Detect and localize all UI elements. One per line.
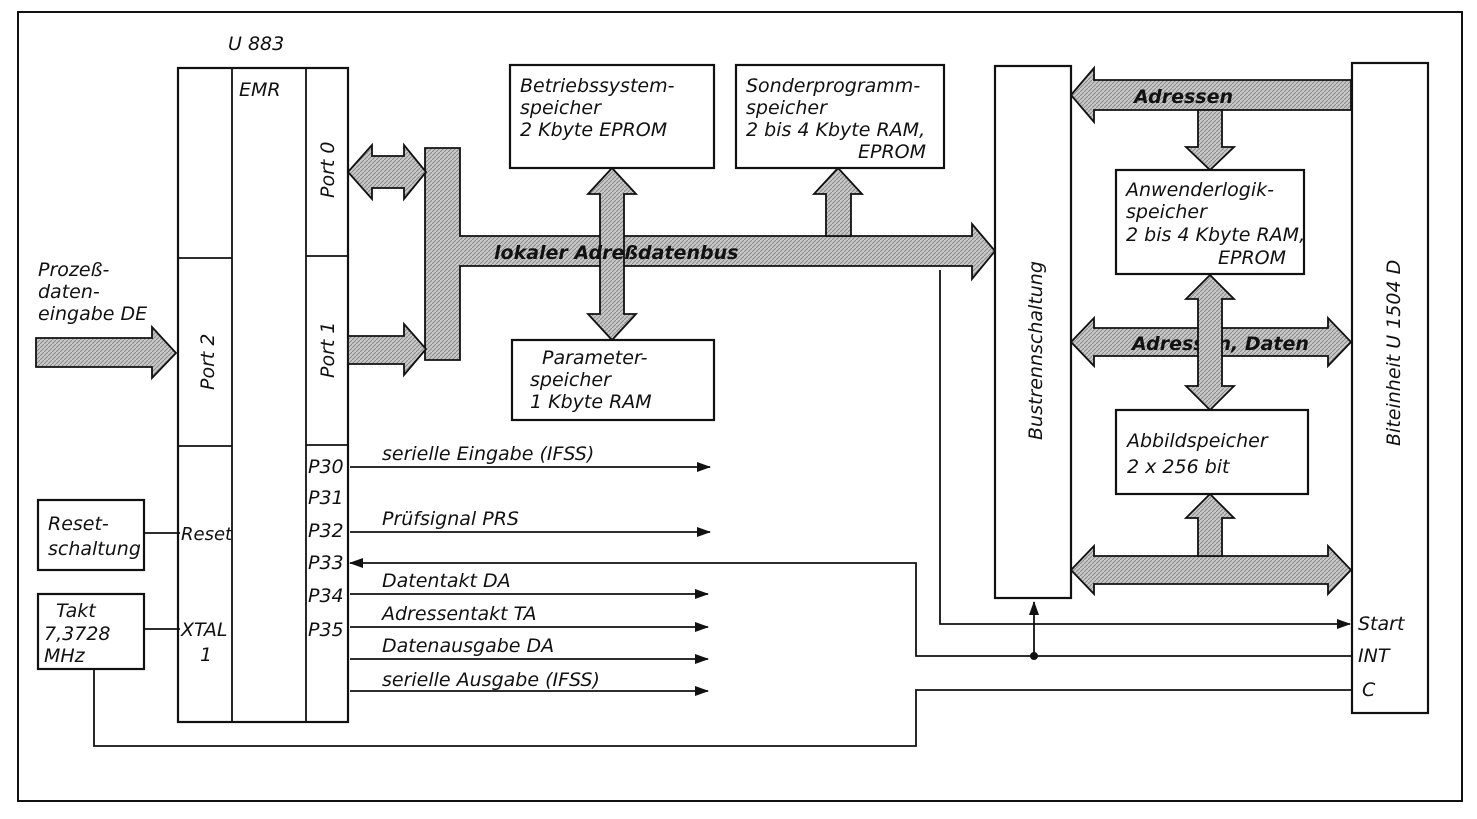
reset-label-1: Reset- (48, 513, 109, 535)
start-line (939, 270, 1351, 629)
svg-text:speicher: speicher (1126, 201, 1208, 223)
svg-text:speicher: speicher (520, 97, 602, 119)
svg-text:speicher: speicher (530, 369, 612, 391)
parameter-memory: Parameter- speicher 1 Kbyte RAM (510, 338, 716, 422)
input-arrow (35, 324, 178, 381)
svg-text:Betriebssystem-: Betriebssystem- (520, 75, 675, 97)
clock-label-3: MHz (44, 645, 86, 667)
svg-text:EPROM: EPROM (1218, 247, 1286, 269)
clock-label-1: Takt (56, 600, 97, 622)
address-bus-label: Adressen (1132, 86, 1233, 108)
svg-text:1 Kbyte RAM: 1 Kbyte RAM (530, 391, 652, 413)
pin-p35: P35 (308, 619, 344, 641)
input-label-1: Prozeß- (38, 259, 110, 281)
bit-unit-label: Biteinheit U 1504 D (1383, 260, 1405, 446)
pin-p33: P33 (308, 552, 344, 574)
data-output-label: Datenausgabe DA (382, 635, 554, 657)
user-logic-memory: Anwenderlogik- speicher 2 bis 4 Kbyte RA… (1114, 168, 1305, 276)
port2-label: Port 2 (197, 334, 219, 390)
reset-label-2: schaltung (48, 538, 141, 560)
local-bus: lokaler Adreßdatenbus (346, 142, 997, 378)
port0-label: Port 0 (317, 142, 339, 198)
emr-label: EMR (239, 79, 281, 101)
reset-box (36, 498, 146, 572)
clock-circuit: Takt 7,3728 MHz (36, 592, 1352, 747)
local-bus-label: lokaler Adreßdatenbus (494, 242, 738, 264)
junction-dot (1030, 652, 1038, 660)
svg-text:Abbildspeicher: Abbildspeicher (1125, 430, 1269, 452)
svg-text:Sonderprogramm-: Sonderprogramm- (746, 75, 920, 97)
input-label-3: eingabe DE (38, 303, 147, 325)
address-clock-label: Adressentakt TA (380, 603, 537, 625)
pin-p32: P32 (308, 520, 344, 542)
cpu-u883: U 883 EMR Port 0 Port 1 Port 2 Reset XTA… (176, 33, 350, 724)
svg-text:EPROM: EPROM (858, 141, 926, 163)
address-bus-arrow (1069, 65, 1352, 125)
serial-output-label: serielle Ausgabe (IFSS) (382, 669, 600, 691)
special-program-memory: Sonderprogramm- speicher 2 bis 4 Kbyte R… (734, 63, 946, 170)
process-data-input: Prozeß- daten- eingabe DE (35, 259, 178, 381)
bit-unit: Biteinheit U 1504 D Start INT C (1350, 61, 1430, 715)
signal-lines: serielle Eingabe (IFSS) Prüfsignal PRS D… (349, 270, 1352, 696)
int-pin-label: INT (1358, 645, 1391, 667)
clock-line (93, 669, 1352, 747)
xtal-pin-label: XTAL (180, 619, 227, 641)
test-signal-label: Prüfsignal PRS (382, 508, 519, 530)
pin-p30: P30 (308, 456, 344, 478)
input-label-2: daten- (38, 281, 100, 303)
port1-arrow (347, 321, 428, 378)
start-pin-label: Start (1358, 613, 1406, 635)
bus-separator: Bustrennschaltung (993, 64, 1073, 600)
bus-separator-label: Bustrennschaltung (1025, 261, 1047, 440)
local-bus-trunk (424, 147, 997, 361)
c-pin-label: C (1362, 679, 1376, 701)
data-clock-label: Datentakt DA (382, 570, 511, 592)
special-mem-arrow (811, 166, 865, 237)
svg-text:Parameter-: Parameter- (542, 347, 648, 369)
pin-p31: P31 (308, 487, 344, 509)
svg-text:speicher: speicher (746, 97, 828, 119)
int-line (915, 624, 1352, 657)
clock-label-2: 7,3728 (44, 623, 110, 645)
svg-text:2 Kbyte EPROM: 2 Kbyte EPROM (520, 119, 667, 141)
image-memory: Abbildspeicher 2 x 256 bit (1114, 408, 1310, 496)
serial-input-label: serielle Eingabe (IFSS) (382, 443, 594, 465)
right-buses: Adressen Adressen, Daten (1069, 65, 1353, 597)
svg-text:2 bis 4 Kbyte RAM,: 2 bis 4 Kbyte RAM, (746, 119, 925, 141)
xtal-pin-label-2: 1 (200, 644, 212, 666)
pin-p34: P34 (308, 585, 344, 607)
port0-arrow (346, 142, 428, 202)
svg-text:2 x 256 bit: 2 x 256 bit (1127, 456, 1231, 478)
svg-text:Anwenderlogik-: Anwenderlogik- (1124, 179, 1274, 201)
outer-frame (17, 11, 1463, 802)
reset-circuit: Reset- schaltung (36, 498, 180, 572)
os-memory: Betriebssystem- speicher 2 Kbyte EPROM (508, 63, 716, 170)
cpu-name: U 883 (228, 33, 284, 55)
cpu-outline (176, 66, 350, 724)
reset-pin-label: Reset (181, 524, 233, 545)
port1-label: Port 1 (317, 322, 339, 378)
svg-text:2 bis 4 Kbyte RAM,: 2 bis 4 Kbyte RAM, (1126, 224, 1305, 246)
clock-box (36, 592, 146, 671)
